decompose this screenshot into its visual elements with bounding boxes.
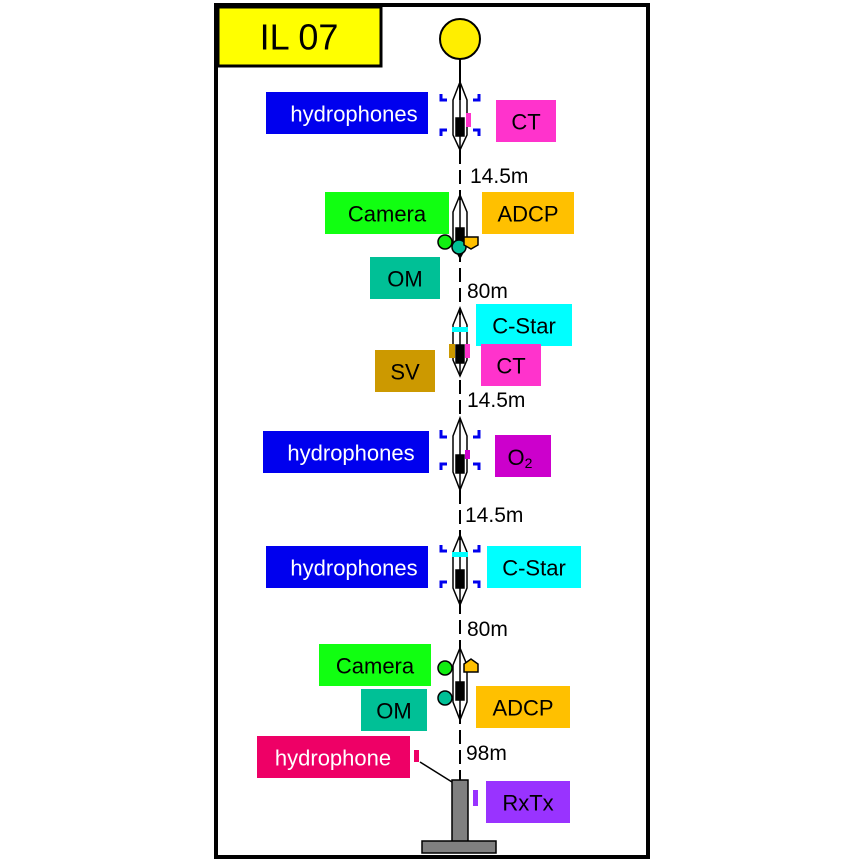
sv-label-box	[375, 350, 435, 392]
hydrophones-label: hydrophones	[290, 556, 417, 581]
camera-icon	[437, 660, 453, 676]
o2-label-main: O	[508, 445, 525, 470]
om-label: OM	[376, 699, 411, 724]
ct-label: CT	[496, 354, 525, 379]
floor-5: hydrophones C-Star	[266, 533, 581, 607]
anchor-base	[421, 840, 497, 854]
anchor-post	[451, 779, 469, 845]
o2-label-subscript: 2	[525, 455, 533, 471]
ct-sensor-icon	[465, 344, 470, 358]
adcp-icon	[463, 236, 479, 250]
hydrophones-label-box	[266, 546, 428, 588]
hydrophone-label: hydrophone	[275, 746, 391, 771]
buoy-icon	[439, 18, 481, 60]
ct-label-box	[496, 100, 556, 142]
hydrophones-label: hydrophones	[287, 441, 414, 466]
cstar-label-box	[487, 546, 581, 588]
adcp-label-box	[476, 686, 570, 728]
o2-label-box	[495, 435, 551, 477]
rxtx-sensor-icon	[473, 790, 478, 806]
hydrophones-label-box	[266, 92, 428, 134]
camera-label-box	[319, 644, 431, 686]
hydrophone-label-box	[257, 736, 410, 778]
sv-sensor-icon	[449, 344, 455, 358]
storey-frame-icon	[452, 306, 468, 378]
cstar-label: C-Star	[492, 314, 556, 339]
distance-label: 80m	[467, 280, 508, 303]
om-label-box	[361, 689, 427, 731]
distance-label: 14.5m	[470, 165, 528, 188]
floor-3: C-Star SV CT	[375, 304, 572, 392]
distance-label: 80m	[467, 618, 508, 641]
storey-frame-icon	[452, 415, 468, 493]
distance-label: 98m	[466, 742, 507, 765]
camera-icon	[437, 234, 453, 250]
hydrophones-label: hydrophones	[290, 102, 417, 127]
title-text: IL 07	[260, 17, 339, 58]
hydrophone-brackets-icon	[439, 545, 481, 588]
camera-label: Camera	[336, 654, 415, 679]
distance-label: 14.5m	[467, 389, 525, 412]
om-label: OM	[387, 267, 422, 292]
ct-label: CT	[511, 110, 540, 135]
cstar-icon	[452, 552, 468, 557]
adcp-label: ADCP	[497, 202, 558, 227]
floor-4: hydrophones O2	[263, 415, 551, 493]
distance-label: 14.5m	[465, 504, 523, 527]
camera-label-box	[325, 192, 449, 234]
hydrophone-cable	[419, 761, 453, 783]
cstar-label: C-Star	[502, 556, 566, 581]
hydrophones-label-box	[263, 431, 429, 473]
cstar-icon	[452, 327, 468, 332]
anchor: hydrophone RxTx	[257, 736, 570, 854]
floor-6: Camera OM ADCP	[319, 644, 570, 731]
title-box	[216, 5, 383, 68]
adcp-label-box	[482, 192, 574, 234]
adcp-label: ADCP	[492, 696, 553, 721]
hydrophone-brackets-icon	[439, 430, 481, 470]
adcp-icon	[463, 658, 479, 673]
o2-sensor-icon	[465, 450, 470, 459]
camera-label: Camera	[348, 202, 427, 227]
rxtx-label-box	[486, 781, 570, 823]
om-sphere-icon	[437, 690, 453, 706]
om-label-box	[370, 257, 440, 299]
hydrophone-brackets-icon	[439, 94, 481, 136]
sv-label: SV	[390, 360, 420, 385]
ct-label-box	[481, 344, 541, 386]
ct-sensor-icon	[466, 113, 471, 127]
hydrophone-sensor-icon	[414, 750, 419, 762]
cstar-label-box	[476, 304, 572, 346]
rxtx-label: RxTx	[502, 791, 553, 816]
o2-label: O2	[508, 445, 533, 472]
floor-2: Camera ADCP OM	[325, 192, 574, 299]
storey-frame-icon	[452, 79, 468, 152]
floor-1: hydrophones CT	[266, 79, 556, 152]
